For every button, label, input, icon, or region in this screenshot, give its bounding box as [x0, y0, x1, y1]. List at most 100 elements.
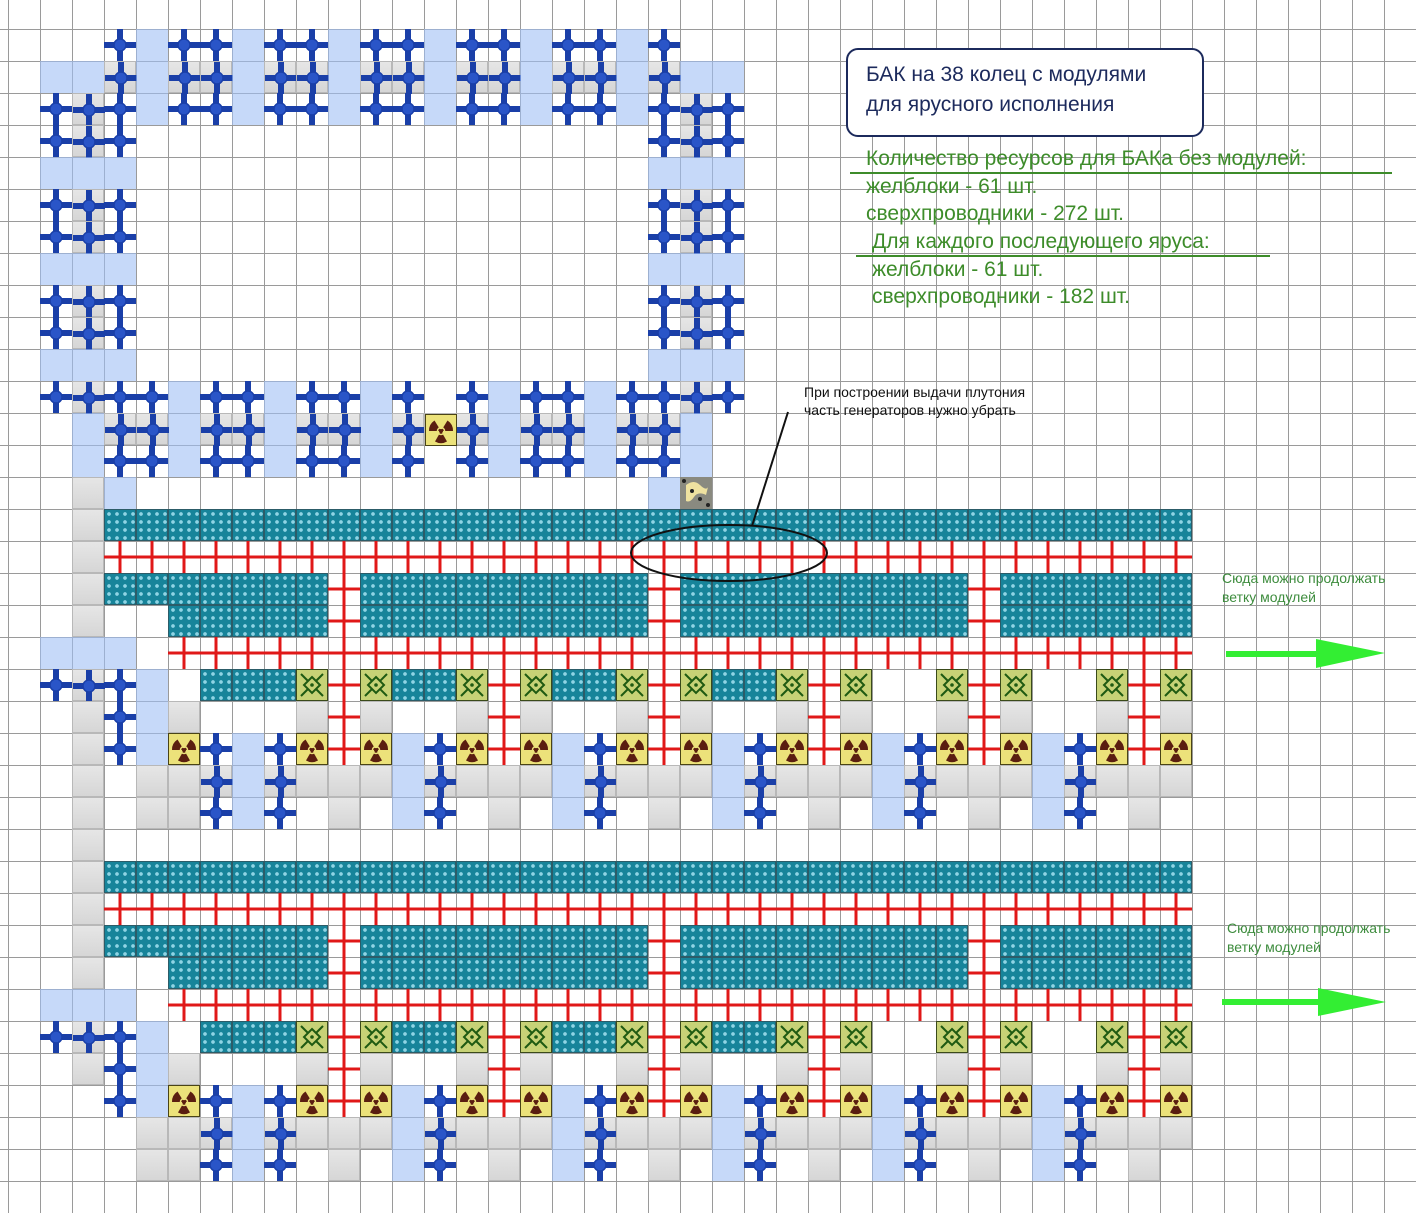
blue-conductor-icon [232, 445, 264, 477]
red-wire-icon [968, 669, 1000, 701]
red-wire-icon [1128, 541, 1160, 573]
red-wire-icon [296, 637, 328, 669]
blue-conductor-icon [200, 413, 233, 446]
red-wire-icon [104, 893, 136, 925]
teal-block [584, 605, 616, 637]
red-wire-icon [456, 893, 488, 925]
red-wire-icon [1000, 541, 1032, 573]
red-wire-icon [840, 541, 872, 573]
teal-block [840, 957, 872, 989]
radiation-icon [520, 1085, 552, 1117]
teal-block [712, 669, 744, 701]
teal-block [104, 925, 136, 957]
blue-conductor-icon [584, 93, 616, 125]
red-wire-icon [808, 541, 840, 573]
red-wire-icon [488, 1085, 520, 1117]
teal-block [488, 925, 520, 957]
teal-block [776, 605, 808, 637]
generator-icon [1096, 669, 1128, 701]
teal-block [744, 861, 776, 893]
red-wire-icon [392, 893, 424, 925]
red-wire-icon [328, 701, 360, 733]
blue-conductor-icon [40, 317, 72, 349]
blue-conductor-icon [297, 62, 329, 94]
red-wire-icon [1128, 733, 1160, 765]
generator-icon [360, 1021, 392, 1053]
red-wire-icon [968, 669, 1000, 701]
red-wire-icon [264, 989, 296, 1021]
red-wire-icon [296, 989, 328, 1021]
light-blue-block [136, 701, 168, 733]
red-wire-icon [296, 541, 328, 573]
light-blue-block [136, 1085, 168, 1117]
red-wire-icon [840, 989, 872, 1021]
blue-conductor-icon [680, 381, 713, 414]
gray-block [72, 765, 104, 797]
blue-conductor-icon [264, 1149, 296, 1181]
gray-block [680, 1053, 712, 1085]
radiation-icon [776, 1085, 808, 1117]
light-blue-block [680, 349, 712, 381]
blue-conductor-icon [392, 29, 424, 61]
light-blue-block [712, 349, 744, 381]
light-blue-block [40, 989, 72, 1021]
blue-conductor-icon [744, 1085, 776, 1117]
radiation-icon [680, 733, 712, 765]
blue-conductor-icon [553, 414, 585, 446]
blue-conductor-icon [424, 733, 456, 765]
red-wire-icon [936, 637, 968, 669]
teal-block [168, 957, 200, 989]
red-wire-icon [328, 1021, 360, 1053]
red-wire-icon [168, 893, 200, 925]
generator-icon [1000, 669, 1032, 701]
red-wire-icon [360, 989, 392, 1021]
red-wire-icon [648, 1085, 680, 1117]
red-wire-icon [232, 541, 264, 573]
red-wire-icon [168, 637, 200, 669]
teal-block [616, 509, 648, 541]
radiation-icon [616, 1085, 648, 1117]
blue-conductor-icon [648, 221, 680, 253]
gray-block [776, 765, 808, 797]
red-wire-icon [808, 1053, 840, 1085]
red-wire-icon [328, 669, 360, 701]
red-wire-icon [1128, 893, 1160, 925]
light-blue-block [424, 93, 456, 125]
red-wire-icon [584, 637, 616, 669]
blue-conductor-icon [904, 733, 936, 765]
light-blue-block [1032, 1149, 1064, 1181]
blue-conductor-icon [681, 318, 713, 350]
red-wire-icon [968, 637, 1000, 669]
teal-block [264, 1021, 296, 1053]
blue-conductor-icon [296, 381, 328, 413]
teal-block [424, 669, 456, 701]
blue-conductor-icon [73, 670, 105, 702]
blue-conductor-icon [104, 733, 136, 765]
red-wire-icon [712, 637, 744, 669]
red-wire-icon [488, 733, 520, 765]
teal-block [520, 509, 552, 541]
teal-block [552, 957, 584, 989]
gray-block [296, 1117, 328, 1149]
teal-block [1096, 573, 1128, 605]
light-blue-block [232, 733, 264, 765]
teal-block [136, 573, 168, 605]
red-wire-icon [392, 637, 424, 669]
blue-conductor-icon [73, 222, 105, 254]
red-wire-icon [456, 989, 488, 1021]
teal-block [776, 573, 808, 605]
blue-conductor-icon [648, 413, 681, 446]
radiation-icon [1096, 1085, 1128, 1117]
blue-conductor-icon [296, 93, 328, 125]
blue-conductor-icon [392, 61, 425, 94]
blue-conductor-icon [424, 1085, 456, 1117]
teal-block [200, 861, 232, 893]
red-wire-icon [1096, 989, 1128, 1021]
generator-icon [1160, 669, 1192, 701]
light-blue-block [136, 93, 168, 125]
gray-block [456, 701, 488, 733]
red-wire-icon [424, 893, 456, 925]
red-wire-icon [776, 989, 808, 1021]
gray-block [136, 765, 168, 797]
light-blue-block [872, 733, 904, 765]
